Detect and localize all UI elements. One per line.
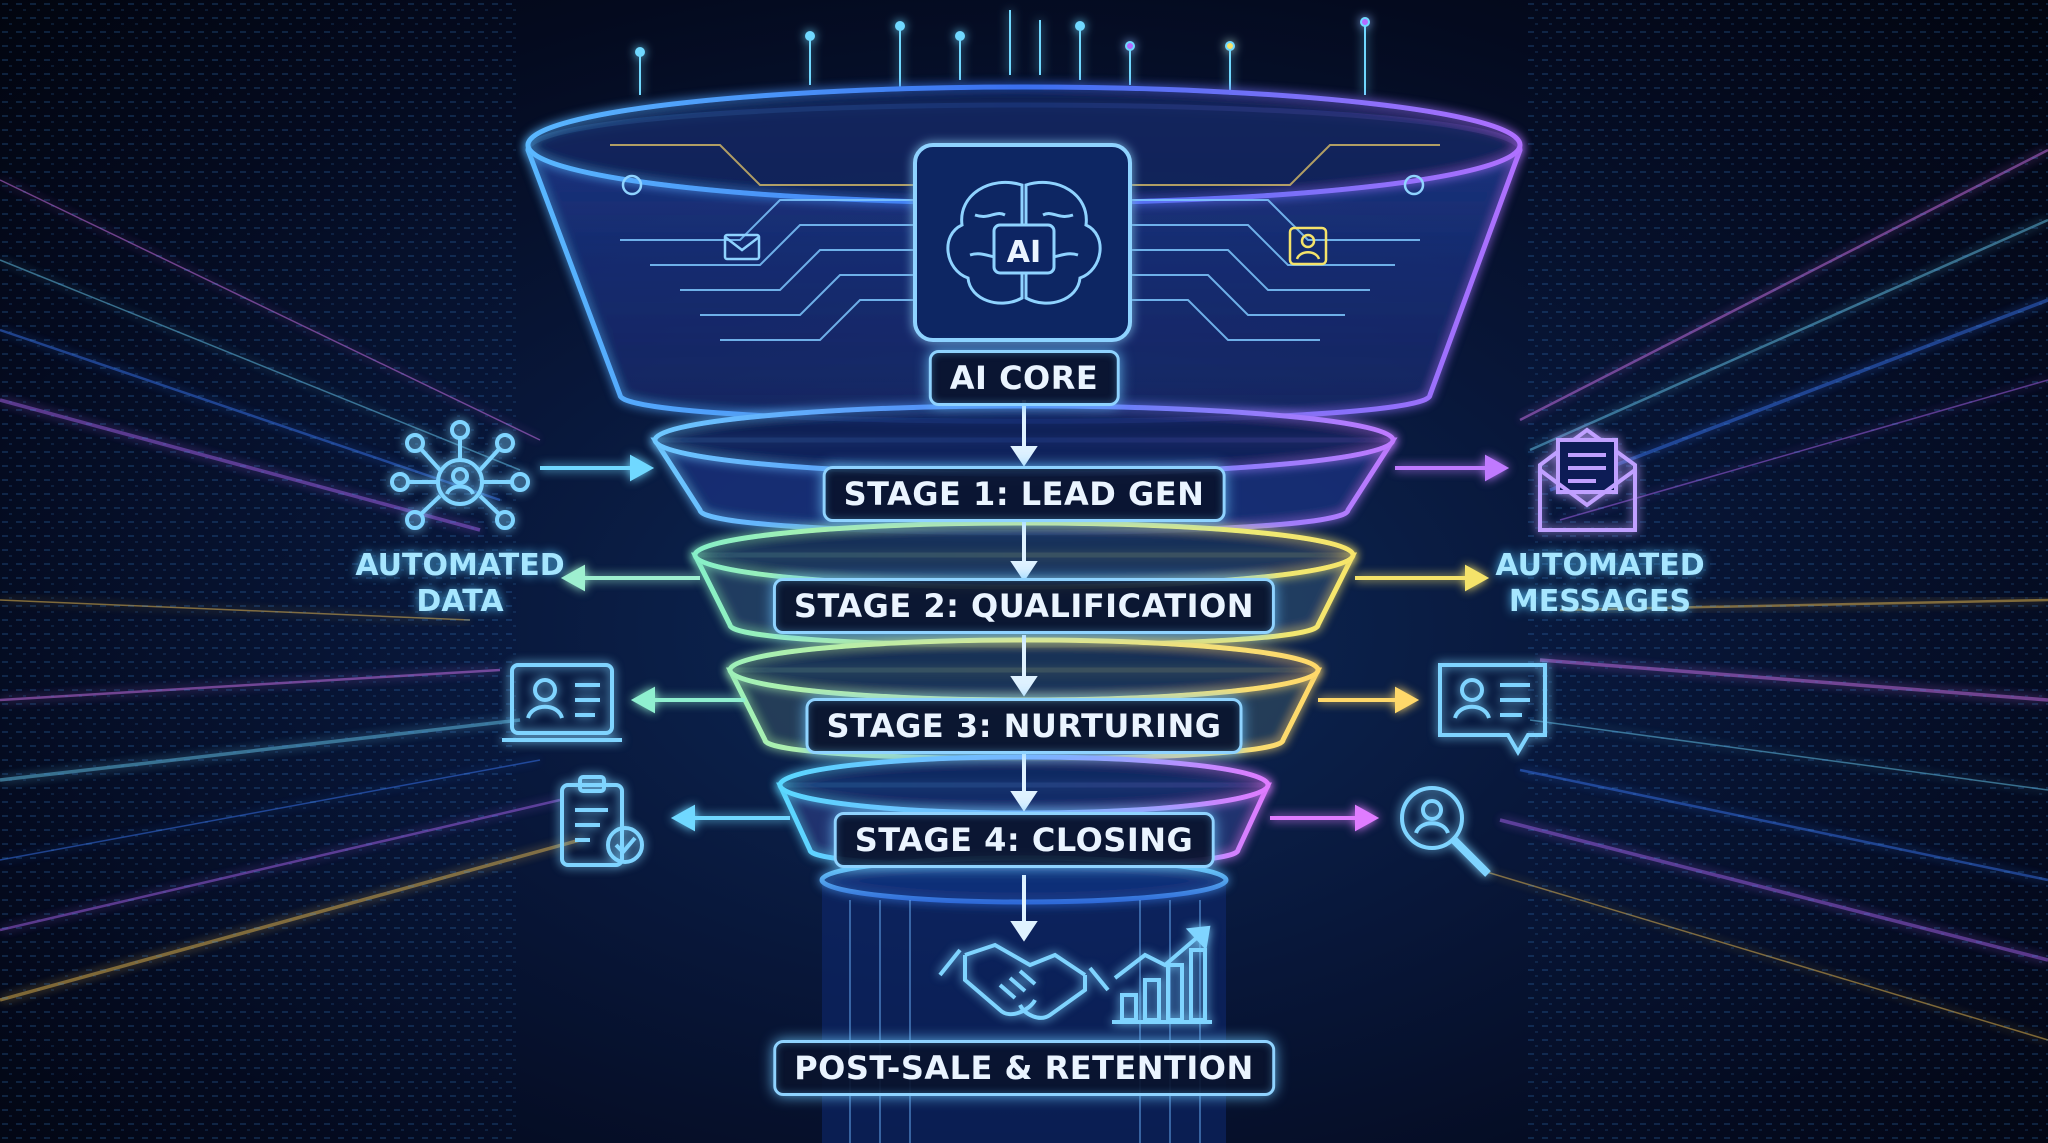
automated-messages-line-1: AUTOMATED [1495,548,1705,583]
id-card-icon [502,663,622,742]
circuit-pins [635,10,1370,95]
ai-core-chip: AI [913,143,1132,342]
stage-1-label: STAGE 1: LEAD GEN [822,466,1226,522]
contact-card-icon [1438,663,1547,756]
stage-4-label: STAGE 4: CLOSING [833,812,1215,868]
stage-3-label: STAGE 3: NURTURING [805,698,1243,754]
search-user-icon [1400,786,1491,877]
envelope-icon [1538,427,1637,532]
post-sale-retention-label: POST-SALE & RETENTION [773,1040,1275,1096]
ai-core-label: AI CORE [928,350,1120,406]
handshake-icon [938,942,1110,1020]
automated-data-line-2: DATA [416,584,504,619]
growth-chart-icon [1112,925,1212,1024]
flow-arrows-central [1010,400,1038,942]
automated-messages-line-2: MESSAGES [1508,584,1692,619]
automated-messages-label: AUTOMATED MESSAGES [1495,548,1704,620]
ai-chip-text: AI [1007,235,1041,270]
stage-2-label: STAGE 2: QUALIFICATION [772,578,1276,634]
user-icon [1288,226,1328,266]
mail-icon [723,233,761,261]
clipboard-check-icon [560,775,644,867]
side-arrows [540,454,1510,832]
automated-data-line-1: AUTOMATED [355,548,565,583]
automated-data-label: AUTOMATED DATA [355,548,564,620]
network-user-icon [390,420,530,530]
